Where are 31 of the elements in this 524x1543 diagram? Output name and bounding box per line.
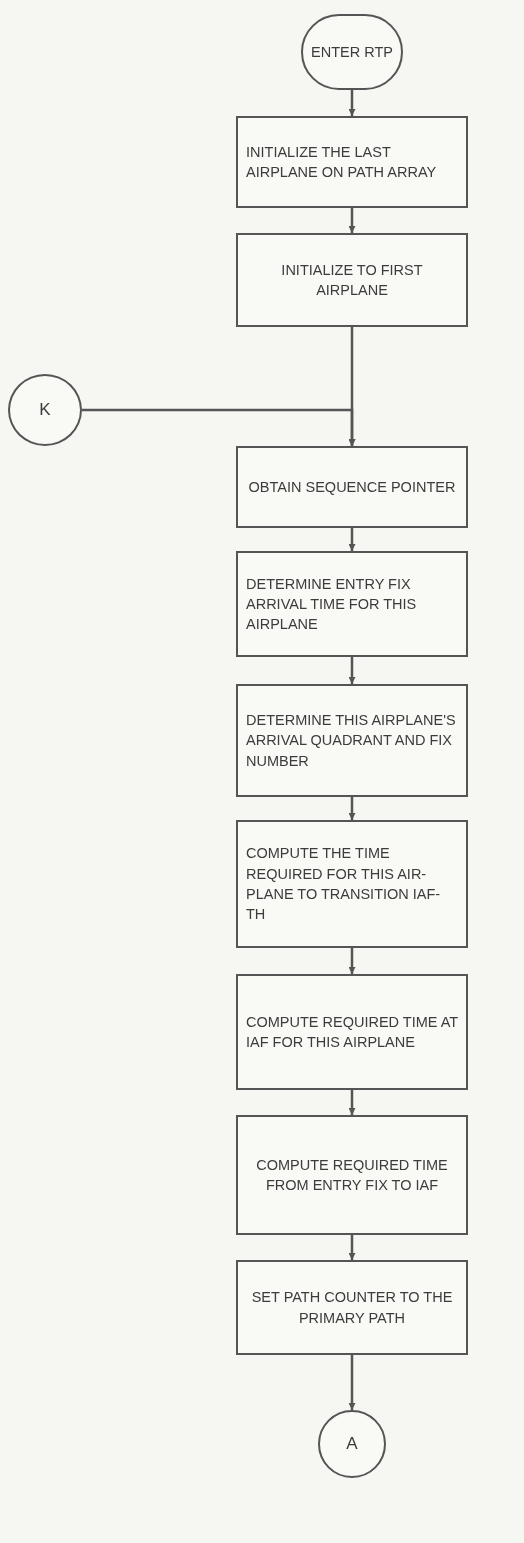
node-label: ENTER RTP xyxy=(311,42,393,62)
arrow xyxy=(82,408,356,446)
node-label: COMPUTE REQUIRED TIME AT IAF FOR THIS AIRPLANE xyxy=(246,1012,458,1052)
node-label: COMPUTE REQUIRED TIME FROM ENTRY FIX TO IAF xyxy=(255,1155,449,1195)
arrow xyxy=(348,1355,356,1410)
process-box xyxy=(236,974,468,1090)
arrow xyxy=(348,1235,356,1260)
node-label: DETERMINE ENTRY FIX ARRIVAL TIME FOR THIS AIRPLANE xyxy=(246,574,418,635)
process-box xyxy=(236,446,468,528)
node-label: A xyxy=(346,1433,358,1456)
node-label: INITIALIZE THE LAST AIRPLANE ON PATH ARRAY xyxy=(246,142,438,182)
arrow xyxy=(348,948,356,974)
arrow xyxy=(348,528,356,551)
process-box xyxy=(236,1115,468,1235)
process-box xyxy=(236,820,468,948)
process-box xyxy=(236,551,468,657)
node-label: OBTAIN SEQUENCE POINTER xyxy=(248,477,456,497)
node-label: K xyxy=(39,399,51,422)
process-box xyxy=(236,233,468,327)
process-box xyxy=(236,1260,468,1355)
node-label: DETERMINE THIS AIRPLANE'S ARRIVAL QUADRANT AND FIX NUMBER xyxy=(246,711,457,771)
node-label: INITIALIZE TO FIRST AIRPLANE xyxy=(280,260,424,300)
node-label: SET PATH COUNTER TO THE PRIMARY PATH xyxy=(250,1288,454,1328)
arrow xyxy=(348,797,356,820)
process-box xyxy=(236,116,468,208)
arrow xyxy=(348,90,356,116)
process-box xyxy=(236,684,468,797)
arrow xyxy=(348,1090,356,1115)
node-label: COMPUTE THE TIME REQUIRED FOR THIS AIR- PLANE TO TRANSITION IAF-TH xyxy=(246,844,442,925)
arrow xyxy=(348,657,356,684)
arrow xyxy=(348,208,356,233)
